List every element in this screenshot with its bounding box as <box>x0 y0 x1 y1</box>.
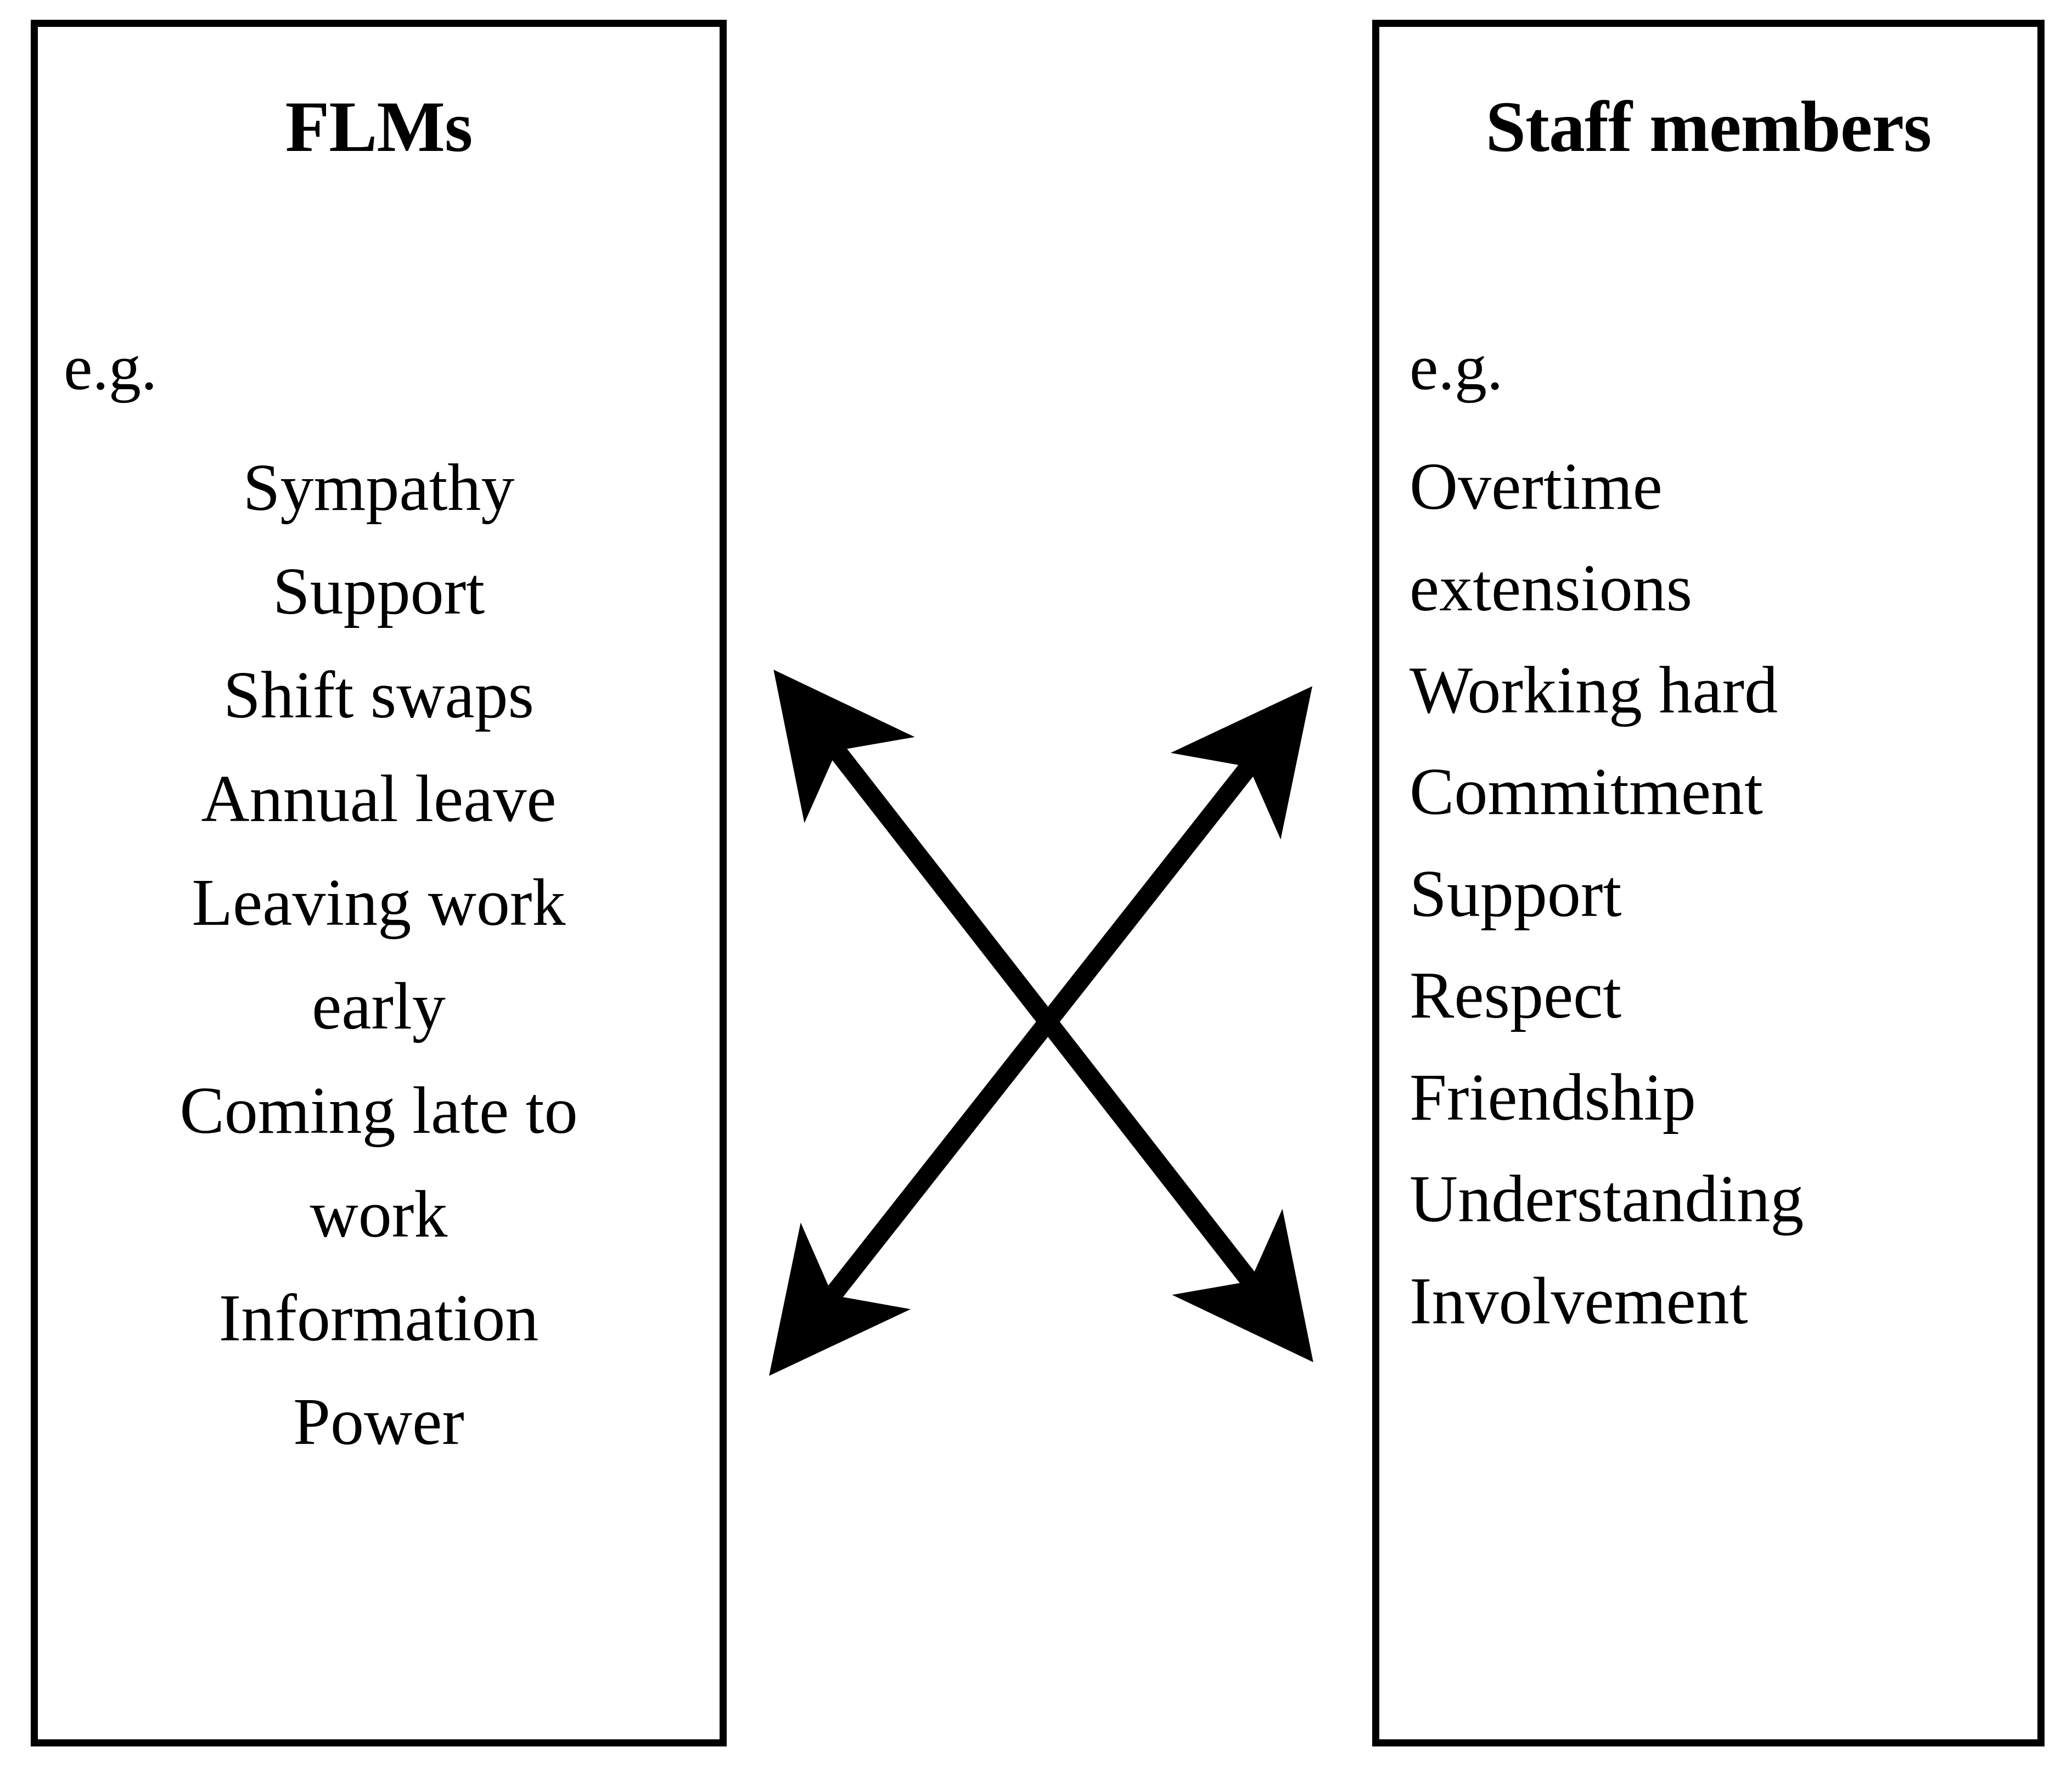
list-item: work <box>310 1177 448 1251</box>
list-item: Information <box>218 1280 539 1355</box>
list-item: Shift swaps <box>223 658 534 733</box>
list-item: Leaving work <box>192 866 566 940</box>
list-item: Involvement <box>1410 1263 1748 1338</box>
list-item: extensions <box>1410 551 1693 626</box>
list-item: early <box>312 969 446 1044</box>
flms-eg-label: e.g. <box>64 332 158 403</box>
staff-members-panel-title: Staff members <box>1485 86 1932 167</box>
crossed-arrows-svg <box>769 670 1313 1376</box>
list-item: Support <box>1410 856 1622 931</box>
arrow-down-right <box>773 670 1313 1362</box>
list-item: Commitment <box>1410 755 1763 829</box>
connector-arrows <box>727 20 1372 1746</box>
list-item: Coming late to <box>179 1073 578 1148</box>
list-item: Working hard <box>1410 653 1778 727</box>
flms-panel-title: FLMs <box>285 86 473 167</box>
list-item: Annual leave <box>201 762 557 836</box>
staff-members-panel: Staff members e.g. Overtime extensions W… <box>1372 20 2045 1746</box>
list-item: Friendship <box>1410 1060 1696 1134</box>
list-item: Power <box>293 1384 464 1459</box>
flms-item-list: Sympathy Support Shift swaps Annual leav… <box>38 436 720 1474</box>
arrow-up-right <box>769 686 1312 1376</box>
flms-panel: FLMs e.g. Sympathy Support Shift swaps A… <box>31 20 727 1746</box>
list-item: Support <box>272 554 485 629</box>
staff-eg-label: e.g. <box>1410 332 1503 403</box>
staff-item-list: Overtime extensions Working hard Commitm… <box>1410 436 2002 1352</box>
list-item: Understanding <box>1410 1162 1804 1237</box>
list-item: Sympathy <box>243 451 515 525</box>
list-item: Respect <box>1410 958 1622 1033</box>
list-item: Overtime <box>1410 450 1663 524</box>
